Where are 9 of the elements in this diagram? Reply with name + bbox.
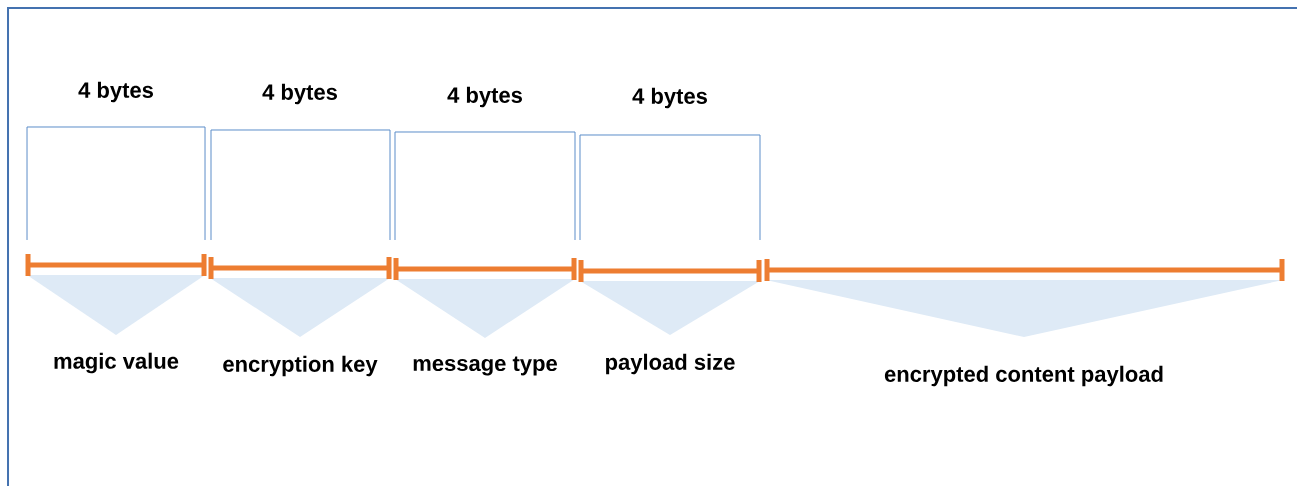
field-label: message type: [413, 356, 557, 376]
size-label: 4 bytes: [262, 83, 337, 105]
size-label: 4 bytes: [632, 87, 707, 109]
size-label: 4 bytes: [447, 86, 522, 108]
field-label: encryption key: [223, 355, 378, 377]
field-label: magic value: [54, 352, 179, 374]
field-label: encrypted content payload: [884, 365, 1163, 387]
field-label: payload size: [606, 353, 735, 375]
size-label: 4 bytes: [78, 81, 153, 103]
